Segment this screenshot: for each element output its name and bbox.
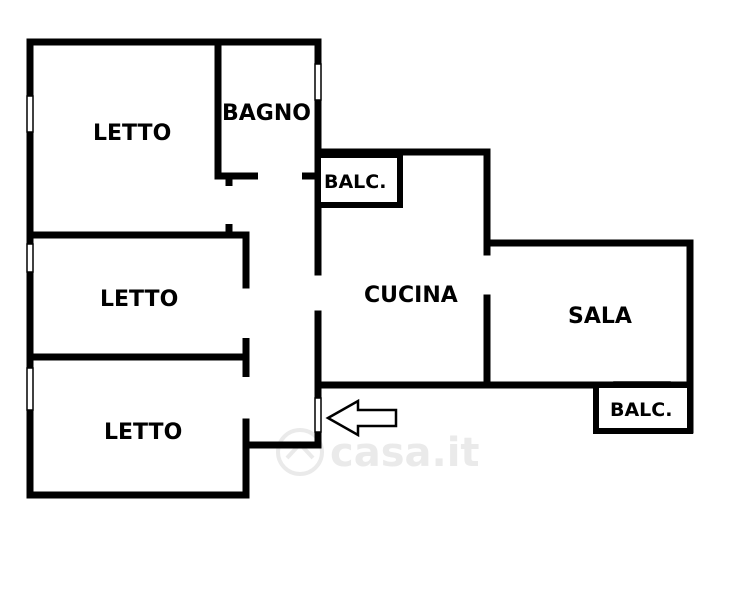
balcony-lower-label: BALC. (610, 399, 672, 421)
room-cucina-label: CUCINA (364, 283, 458, 308)
room-letto-bottom-label: LETTO (104, 420, 182, 445)
watermark-text: casa.it (330, 430, 480, 476)
window-letto-bottom (26, 367, 34, 411)
windows (26, 63, 671, 433)
balcony-upper-label: BALC. (324, 171, 386, 193)
room-letto-mid-label: LETTO (100, 287, 178, 312)
room-sala-label: SALA (568, 304, 632, 329)
window-bagno (314, 63, 322, 101)
room-bagno-label: BAGNO (222, 101, 311, 126)
window-corridor (314, 397, 322, 433)
window-letto-top (26, 95, 34, 133)
watermark: casa.it (276, 428, 480, 476)
balcony-lower-box (593, 382, 693, 434)
window-letto-mid (26, 243, 34, 273)
room-letto-top-label: LETTO (93, 121, 171, 146)
entrance-arrow-icon (325, 398, 398, 438)
balcony-lower: BALC. (593, 382, 693, 434)
balcony-upper-box (315, 152, 403, 208)
balcony-upper: BALC. (315, 152, 403, 208)
